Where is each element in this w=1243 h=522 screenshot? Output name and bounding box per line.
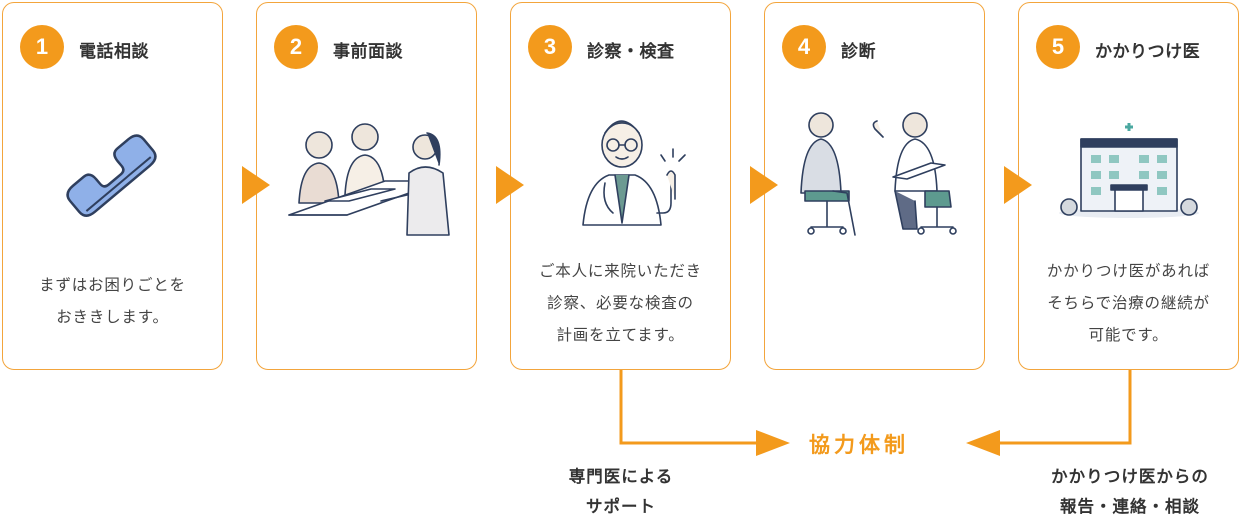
phone-icon: [66, 134, 157, 217]
step-number-badge: 3: [528, 25, 572, 69]
step-number-badge: 5: [1036, 25, 1080, 69]
step-card-3: 3 診察・検査 ご本人に来院いただき 診察、必要な検査の 計画を立てます。: [510, 2, 731, 370]
step-title: 診察・検査: [587, 42, 675, 62]
arrow-left-icon: [966, 430, 1000, 456]
arrow-right-icon: [756, 430, 790, 456]
step-title: かかりつけ医: [1095, 42, 1201, 62]
step-desc-line: そちらで治療の継続が: [1047, 294, 1210, 312]
label-line: 専門医による: [568, 467, 674, 486]
step-desc-line: おききします。: [56, 308, 169, 326]
step-card-1: 1 電話相談 まずはお困りごとを おききします。: [2, 2, 223, 370]
step-arrow-icon: [1004, 166, 1032, 204]
step-number-badge: 2: [274, 25, 318, 69]
label-line: かかりつけ医からの: [1051, 467, 1209, 486]
family-doctor-report-label: かかりつけ医からの 報告・連絡・相談: [1035, 462, 1225, 522]
step-desc-line: 計画を立てます。: [556, 326, 685, 344]
label-line: 報告・連絡・相談: [1060, 497, 1200, 516]
step-title: 診断: [841, 42, 876, 62]
step-card-2: 2 事前面談: [256, 2, 477, 370]
step-title: 電話相談: [79, 42, 149, 62]
step-desc-line: ご本人に来院いただき: [538, 262, 702, 280]
clinic-icon: [1059, 123, 1199, 218]
step-desc-line: かかりつけ医があれば: [1046, 262, 1211, 280]
label-line: サポート: [586, 497, 656, 516]
step-desc-line: まずはお困りごとを: [39, 276, 186, 294]
step-title: 事前面談: [333, 42, 403, 62]
doctor-icon: [582, 120, 686, 226]
step-number-badge: 1: [20, 25, 64, 69]
interview-icon: [288, 123, 450, 236]
specialist-support-label: 専門医による サポート: [545, 462, 697, 522]
step-arrow-icon: [242, 166, 270, 204]
step-card-5: 5 かかりつけ医 かかりつけ医があれば そちらで治療の継続が 可能です。: [1018, 2, 1239, 370]
step-desc-line: 診察、必要な検査の: [547, 294, 694, 312]
step-card-4: 4 診断: [764, 2, 985, 370]
diagnosis-icon: [800, 112, 957, 236]
cooperation-label: 協力体制: [809, 433, 909, 457]
step-arrow-icon: [750, 166, 778, 204]
step-desc-line: 可能です。: [1088, 326, 1169, 344]
step-arrow-icon: [496, 166, 524, 204]
step-number-badge: 4: [782, 25, 826, 69]
